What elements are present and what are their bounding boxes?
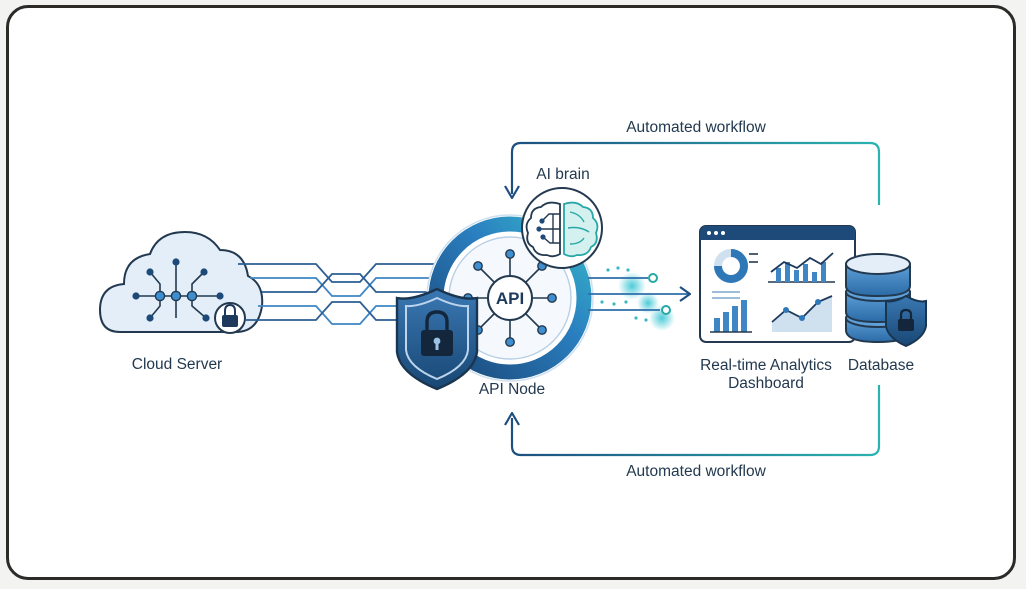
ai-brain-label: AI brain <box>536 166 589 183</box>
workflow-bottom-label: Automated workflow <box>626 463 766 480</box>
database-label: Database <box>848 357 914 374</box>
database-icon <box>845 253 927 348</box>
cloud-to-api-connections <box>238 263 452 325</box>
api-badge-text: API <box>496 289 524 308</box>
cloud-circuit-icon <box>98 230 264 334</box>
ai-brain-icon <box>521 187 603 269</box>
workflow-loop-bottom <box>504 385 881 457</box>
workflow-top-label: Automated workflow <box>626 119 766 136</box>
api-node-label: API Node <box>479 381 545 398</box>
cloud-padlock-icon <box>214 302 246 334</box>
analytics-dashboard-icon <box>699 225 856 343</box>
analytics-label-line1: Real-time Analytics <box>700 357 832 374</box>
cloud-server-label: Cloud Server <box>132 356 222 373</box>
data-flow-arrows <box>588 266 692 331</box>
shield-lock-icon <box>395 287 479 391</box>
workflow-loop-top <box>504 141 881 205</box>
database-shield-icon <box>885 294 927 348</box>
analytics-label-line2: Dashboard <box>728 375 804 392</box>
